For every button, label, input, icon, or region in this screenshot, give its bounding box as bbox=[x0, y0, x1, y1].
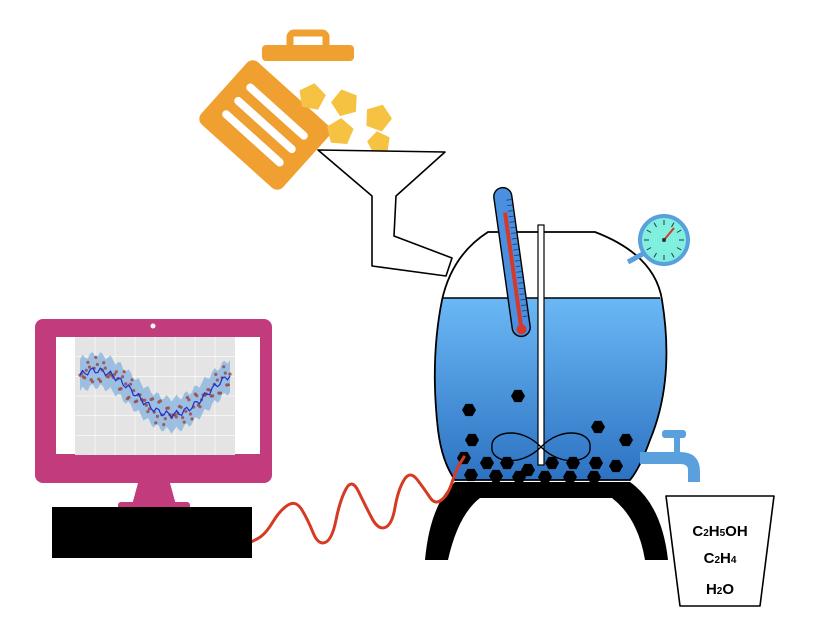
plot-point bbox=[207, 388, 212, 392]
plot-point bbox=[106, 375, 110, 379]
plot-point bbox=[163, 417, 167, 421]
trash-bin-icon bbox=[199, 60, 331, 190]
funnel-icon bbox=[317, 149, 453, 277]
beaker-icon bbox=[665, 495, 775, 607]
plot-point bbox=[135, 399, 139, 403]
plot-point bbox=[143, 398, 147, 402]
feedstock-chunk bbox=[331, 89, 357, 117]
plot-point bbox=[162, 423, 166, 427]
bubble bbox=[545, 456, 559, 470]
plot-line bbox=[79, 367, 231, 419]
plot-point bbox=[95, 362, 99, 367]
plot-point bbox=[124, 382, 128, 386]
plot-point bbox=[222, 365, 226, 369]
computer-base bbox=[52, 507, 252, 558]
bubble bbox=[589, 456, 603, 470]
plot-point bbox=[130, 378, 134, 382]
plot-point bbox=[214, 372, 218, 376]
plot-point bbox=[174, 415, 178, 419]
plot-point bbox=[195, 394, 199, 398]
bubble bbox=[591, 420, 605, 434]
plot-point bbox=[113, 372, 117, 376]
product-formula: H2O bbox=[706, 581, 734, 598]
plot-point bbox=[121, 375, 125, 379]
plot-point bbox=[154, 421, 158, 425]
pentagon-chunks-icon bbox=[299, 83, 392, 154]
feedstock-chunk bbox=[367, 131, 390, 154]
plot-point bbox=[127, 395, 131, 399]
stirrer-icon bbox=[491, 224, 591, 466]
plot-point bbox=[215, 378, 219, 382]
plot-point bbox=[122, 370, 126, 374]
pressure-gauge-icon bbox=[626, 214, 690, 266]
plot-point bbox=[184, 409, 188, 413]
plot-point bbox=[151, 397, 155, 401]
bubble bbox=[609, 459, 623, 473]
plot-point bbox=[182, 420, 186, 424]
tap-icon bbox=[640, 430, 700, 482]
plot-point bbox=[144, 403, 148, 407]
bubble bbox=[511, 389, 525, 403]
plot-point bbox=[83, 376, 87, 380]
bubble bbox=[563, 470, 577, 484]
plot-point bbox=[190, 417, 194, 421]
bubble bbox=[465, 433, 479, 447]
plot-point bbox=[94, 355, 98, 359]
reactor-vessel-icon bbox=[433, 231, 668, 481]
bubble bbox=[480, 456, 494, 470]
plot-point bbox=[84, 368, 88, 372]
sensor-cable-icon bbox=[247, 455, 466, 545]
plot-point bbox=[97, 377, 101, 381]
plot-point bbox=[119, 387, 123, 391]
plot-point bbox=[103, 366, 107, 370]
product-formula: C2H5OH bbox=[692, 523, 747, 540]
bubble bbox=[462, 403, 476, 417]
plot-point bbox=[228, 372, 232, 376]
plot-point bbox=[87, 365, 92, 369]
plot-point bbox=[132, 389, 136, 393]
bubble bbox=[489, 469, 503, 483]
plot-point bbox=[211, 394, 215, 398]
plot-point bbox=[91, 380, 95, 384]
bubble bbox=[619, 433, 633, 447]
plot-point bbox=[198, 405, 202, 409]
plot-point bbox=[114, 370, 118, 374]
plot-point bbox=[166, 406, 170, 410]
feedstock-chunk bbox=[327, 118, 354, 144]
bubble bbox=[464, 468, 478, 482]
plot-point bbox=[155, 414, 159, 418]
bubble bbox=[538, 470, 552, 484]
plot-point bbox=[128, 382, 133, 386]
bubble bbox=[512, 470, 526, 484]
product-formula: C2H4 bbox=[704, 550, 737, 567]
plot-point bbox=[179, 405, 183, 409]
trash-bin-lid bbox=[262, 29, 354, 61]
plot-point bbox=[146, 410, 150, 414]
plot-point bbox=[102, 361, 106, 365]
plot-point bbox=[188, 412, 193, 416]
plot-point bbox=[86, 360, 90, 364]
plot-point bbox=[158, 399, 163, 403]
thermometer-icon bbox=[493, 186, 531, 338]
plot-point bbox=[98, 379, 103, 383]
bubble bbox=[587, 470, 601, 484]
plot-point bbox=[181, 416, 185, 420]
plot-point bbox=[218, 391, 223, 395]
feedstock-chunk bbox=[299, 83, 326, 110]
reactor-stand bbox=[425, 482, 668, 560]
plot-point bbox=[223, 371, 227, 375]
bubble bbox=[521, 463, 535, 477]
plot-point bbox=[226, 383, 230, 387]
plot-screen bbox=[75, 337, 235, 455]
plot-point bbox=[187, 398, 191, 402]
feedstock-chunk bbox=[366, 104, 392, 132]
